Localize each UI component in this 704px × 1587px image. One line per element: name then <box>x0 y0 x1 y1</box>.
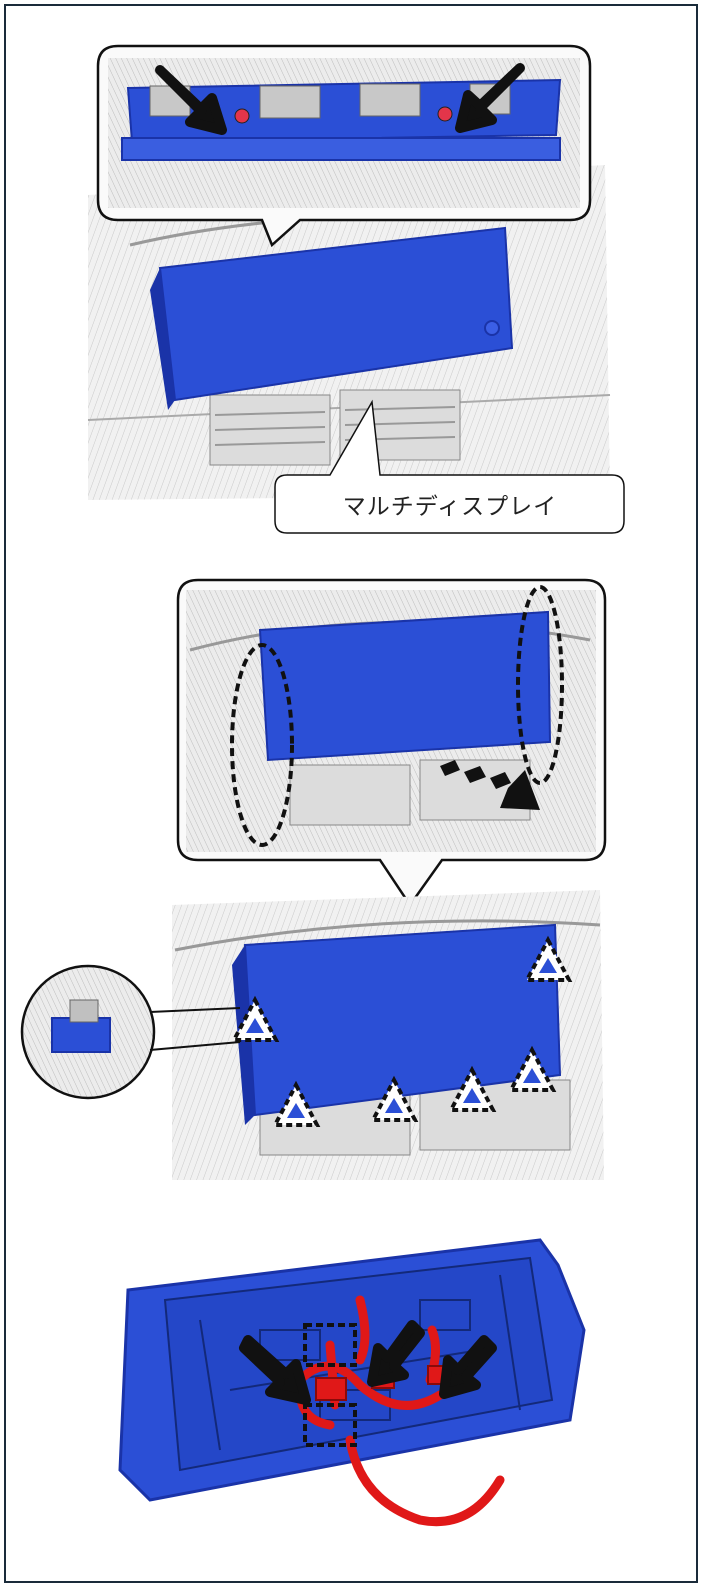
figure-3-connectors <box>118 1238 586 1527</box>
arrow-icon <box>455 63 525 133</box>
figure-1-display-removal <box>87 44 625 534</box>
connector <box>315 1377 347 1401</box>
engagement-area-marker <box>230 643 294 847</box>
arrow-icon <box>155 65 227 135</box>
display-screw <box>484 320 500 336</box>
part-label-callout <box>274 399 625 534</box>
multi-display-part <box>243 923 562 1117</box>
pull-direction-arrow <box>440 760 540 810</box>
clamp-marker-box <box>303 1403 357 1447</box>
engagement-area-marker <box>516 585 564 785</box>
arrow-icon <box>439 1335 497 1399</box>
clip-point <box>437 106 453 122</box>
multi-display-part <box>258 610 552 762</box>
arrow-icon <box>239 1335 311 1405</box>
display-bracket <box>126 78 562 144</box>
clamp-marker-box <box>303 1323 357 1367</box>
arrow-icon <box>367 1320 425 1387</box>
clip-point <box>234 108 250 124</box>
figure-2-clip-release <box>20 578 607 1180</box>
